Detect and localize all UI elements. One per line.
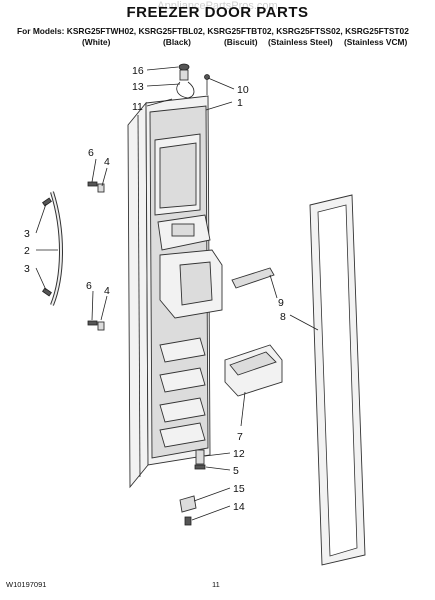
callout-4-lower: 4 [104, 285, 110, 297]
document-number: W10197091 [6, 580, 47, 589]
door-handle [42, 191, 63, 306]
dispenser-trim [231, 267, 275, 289]
callout-3-upper: 3 [24, 228, 30, 240]
callout-6-lower: 6 [86, 280, 92, 292]
door-bin [224, 344, 283, 397]
top-hinge-parts [176, 63, 210, 99]
dispenser-bracket [157, 214, 211, 251]
callout-16: 16 [132, 65, 144, 77]
finish-black: (Black) [163, 37, 191, 47]
door-shelves [159, 337, 206, 448]
callout-11: 11 [132, 101, 143, 113]
models-line: For Models: KSRG25FTWH02, KSRG25FTBL02, … [17, 26, 409, 36]
lower-hinge-parts [179, 449, 206, 526]
callout-3-lower: 3 [24, 263, 30, 275]
finish-stainless-vcm: (Stainless VCM) [344, 37, 408, 47]
callout-15: 15 [233, 483, 245, 495]
handle-screws-lower [87, 320, 105, 331]
callout-6-upper: 6 [88, 147, 94, 159]
finish-biscuit: (Biscuit) [224, 37, 258, 47]
callout-7: 7 [237, 431, 243, 443]
door-gasket [309, 194, 366, 566]
callout-2: 2 [24, 245, 30, 257]
leader-lines [35, 66, 319, 521]
finish-stainless-steel: (Stainless Steel) [268, 37, 333, 47]
watermark: AppliancePartsPros.com [157, 0, 278, 12]
door-upper-bin [154, 133, 201, 216]
callout-14: 14 [233, 501, 245, 513]
callout-12: 12 [233, 448, 245, 460]
dispenser-housing [159, 249, 223, 319]
handle-screws-upper [87, 181, 105, 193]
callout-8: 8 [280, 311, 286, 323]
finish-white: (White) [82, 37, 111, 47]
callout-13: 13 [132, 81, 144, 93]
page-number: 11 [212, 580, 220, 589]
callout-4-upper: 4 [104, 156, 110, 168]
callout-1: 1 [237, 97, 243, 109]
diagram-title: FREEZER DOOR PARTS [126, 4, 309, 21]
callout-5: 5 [233, 465, 239, 477]
callout-9: 9 [278, 297, 284, 309]
callout-10: 10 [237, 84, 249, 96]
